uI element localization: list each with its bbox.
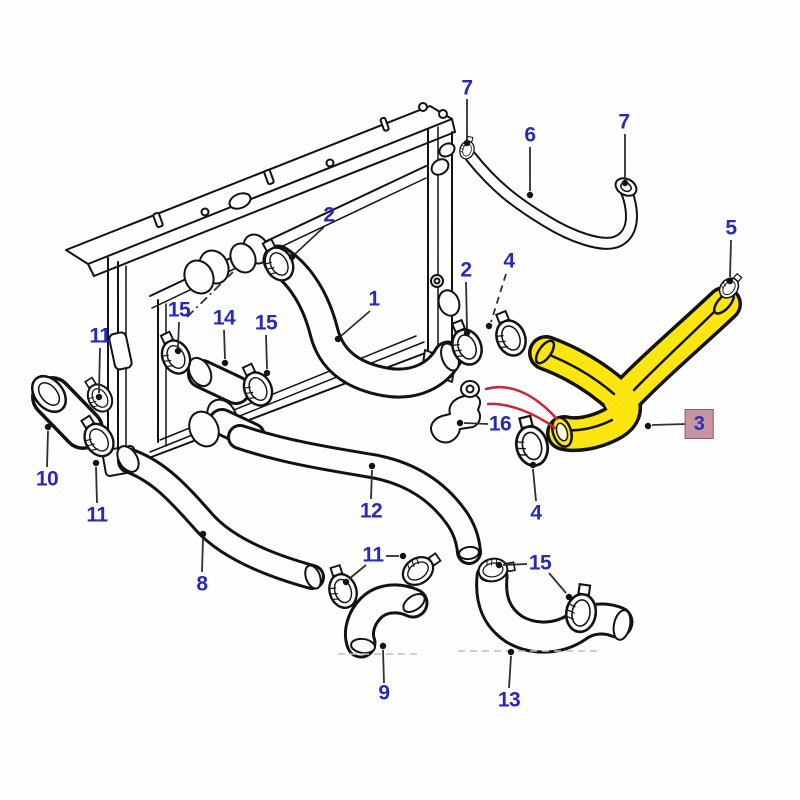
callout-11[interactable]: 11	[362, 543, 384, 567]
callout-16[interactable]: 16	[488, 412, 512, 436]
radiator-drawing	[65, 102, 461, 477]
callout-2[interactable]: 2	[460, 258, 472, 282]
leader-5	[729, 239, 732, 278]
callout-10[interactable]: 10	[35, 467, 59, 491]
leader-8	[201, 537, 204, 573]
leader-4a	[490, 273, 507, 323]
callout-9[interactable]: 9	[378, 681, 390, 705]
leader-10	[46, 430, 49, 468]
leader-16	[463, 422, 489, 425]
leader-lines	[44, 99, 734, 689]
callout-15[interactable]: 15	[167, 298, 191, 322]
callout-13[interactable]: 13	[497, 688, 521, 712]
callout-4[interactable]: 4	[530, 501, 542, 525]
hose-3-highlighted	[528, 286, 742, 453]
bracket-16	[430, 380, 482, 444]
leader-15c-left	[502, 563, 528, 566]
callout-7[interactable]: 7	[618, 110, 630, 134]
callout-11[interactable]: 11	[89, 324, 111, 348]
callout-5[interactable]: 5	[725, 216, 737, 240]
red-pointer-lines	[484, 385, 559, 430]
hose-6	[464, 150, 638, 250]
leader-11b	[95, 466, 98, 504]
callout-7[interactable]: 7	[461, 76, 473, 100]
hose-1	[262, 244, 464, 399]
clamp-15-elbow-top	[475, 554, 518, 585]
hose-14	[187, 356, 251, 405]
leader-14	[223, 329, 226, 360]
clamp-4-top	[486, 306, 532, 362]
callout-2[interactable]: 2	[323, 203, 335, 227]
leader-13	[508, 655, 512, 689]
leader-15a-dashdot	[186, 271, 234, 318]
callout-11[interactable]: 11	[86, 503, 108, 527]
callout-15[interactable]: 15	[528, 551, 552, 575]
hose-10	[31, 374, 104, 450]
leader-15b	[265, 334, 268, 370]
leader-1	[340, 310, 371, 337]
callout-14[interactable]: 14	[212, 306, 236, 330]
leader-15c-right	[548, 572, 567, 594]
radiator-filler-cap	[228, 192, 252, 210]
leader-11c-left	[348, 564, 367, 580]
hose-12	[227, 424, 482, 565]
callout-15[interactable]: 15	[254, 311, 278, 335]
hose-13	[475, 560, 634, 654]
leader-11a	[98, 347, 101, 394]
callout-4[interactable]: 4	[503, 249, 515, 273]
leader-3	[651, 423, 687, 426]
ground-shadow-lines	[338, 650, 602, 655]
leader-12	[370, 469, 373, 500]
leader-2b	[465, 281, 468, 330]
callout-12[interactable]: 12	[359, 499, 383, 523]
leader-dots	[44, 139, 734, 656]
callout-3-highlighted[interactable]: 3	[684, 409, 714, 439]
callout-1[interactable]: 1	[368, 287, 380, 311]
hose-9	[344, 583, 429, 659]
callout-6[interactable]: 6	[524, 123, 536, 147]
callout-8[interactable]: 8	[196, 572, 208, 596]
leader-9	[382, 649, 385, 684]
leader-4b	[532, 468, 537, 502]
hose-8	[116, 445, 325, 590]
leader-15a	[177, 321, 180, 348]
leader-2a	[294, 226, 325, 255]
